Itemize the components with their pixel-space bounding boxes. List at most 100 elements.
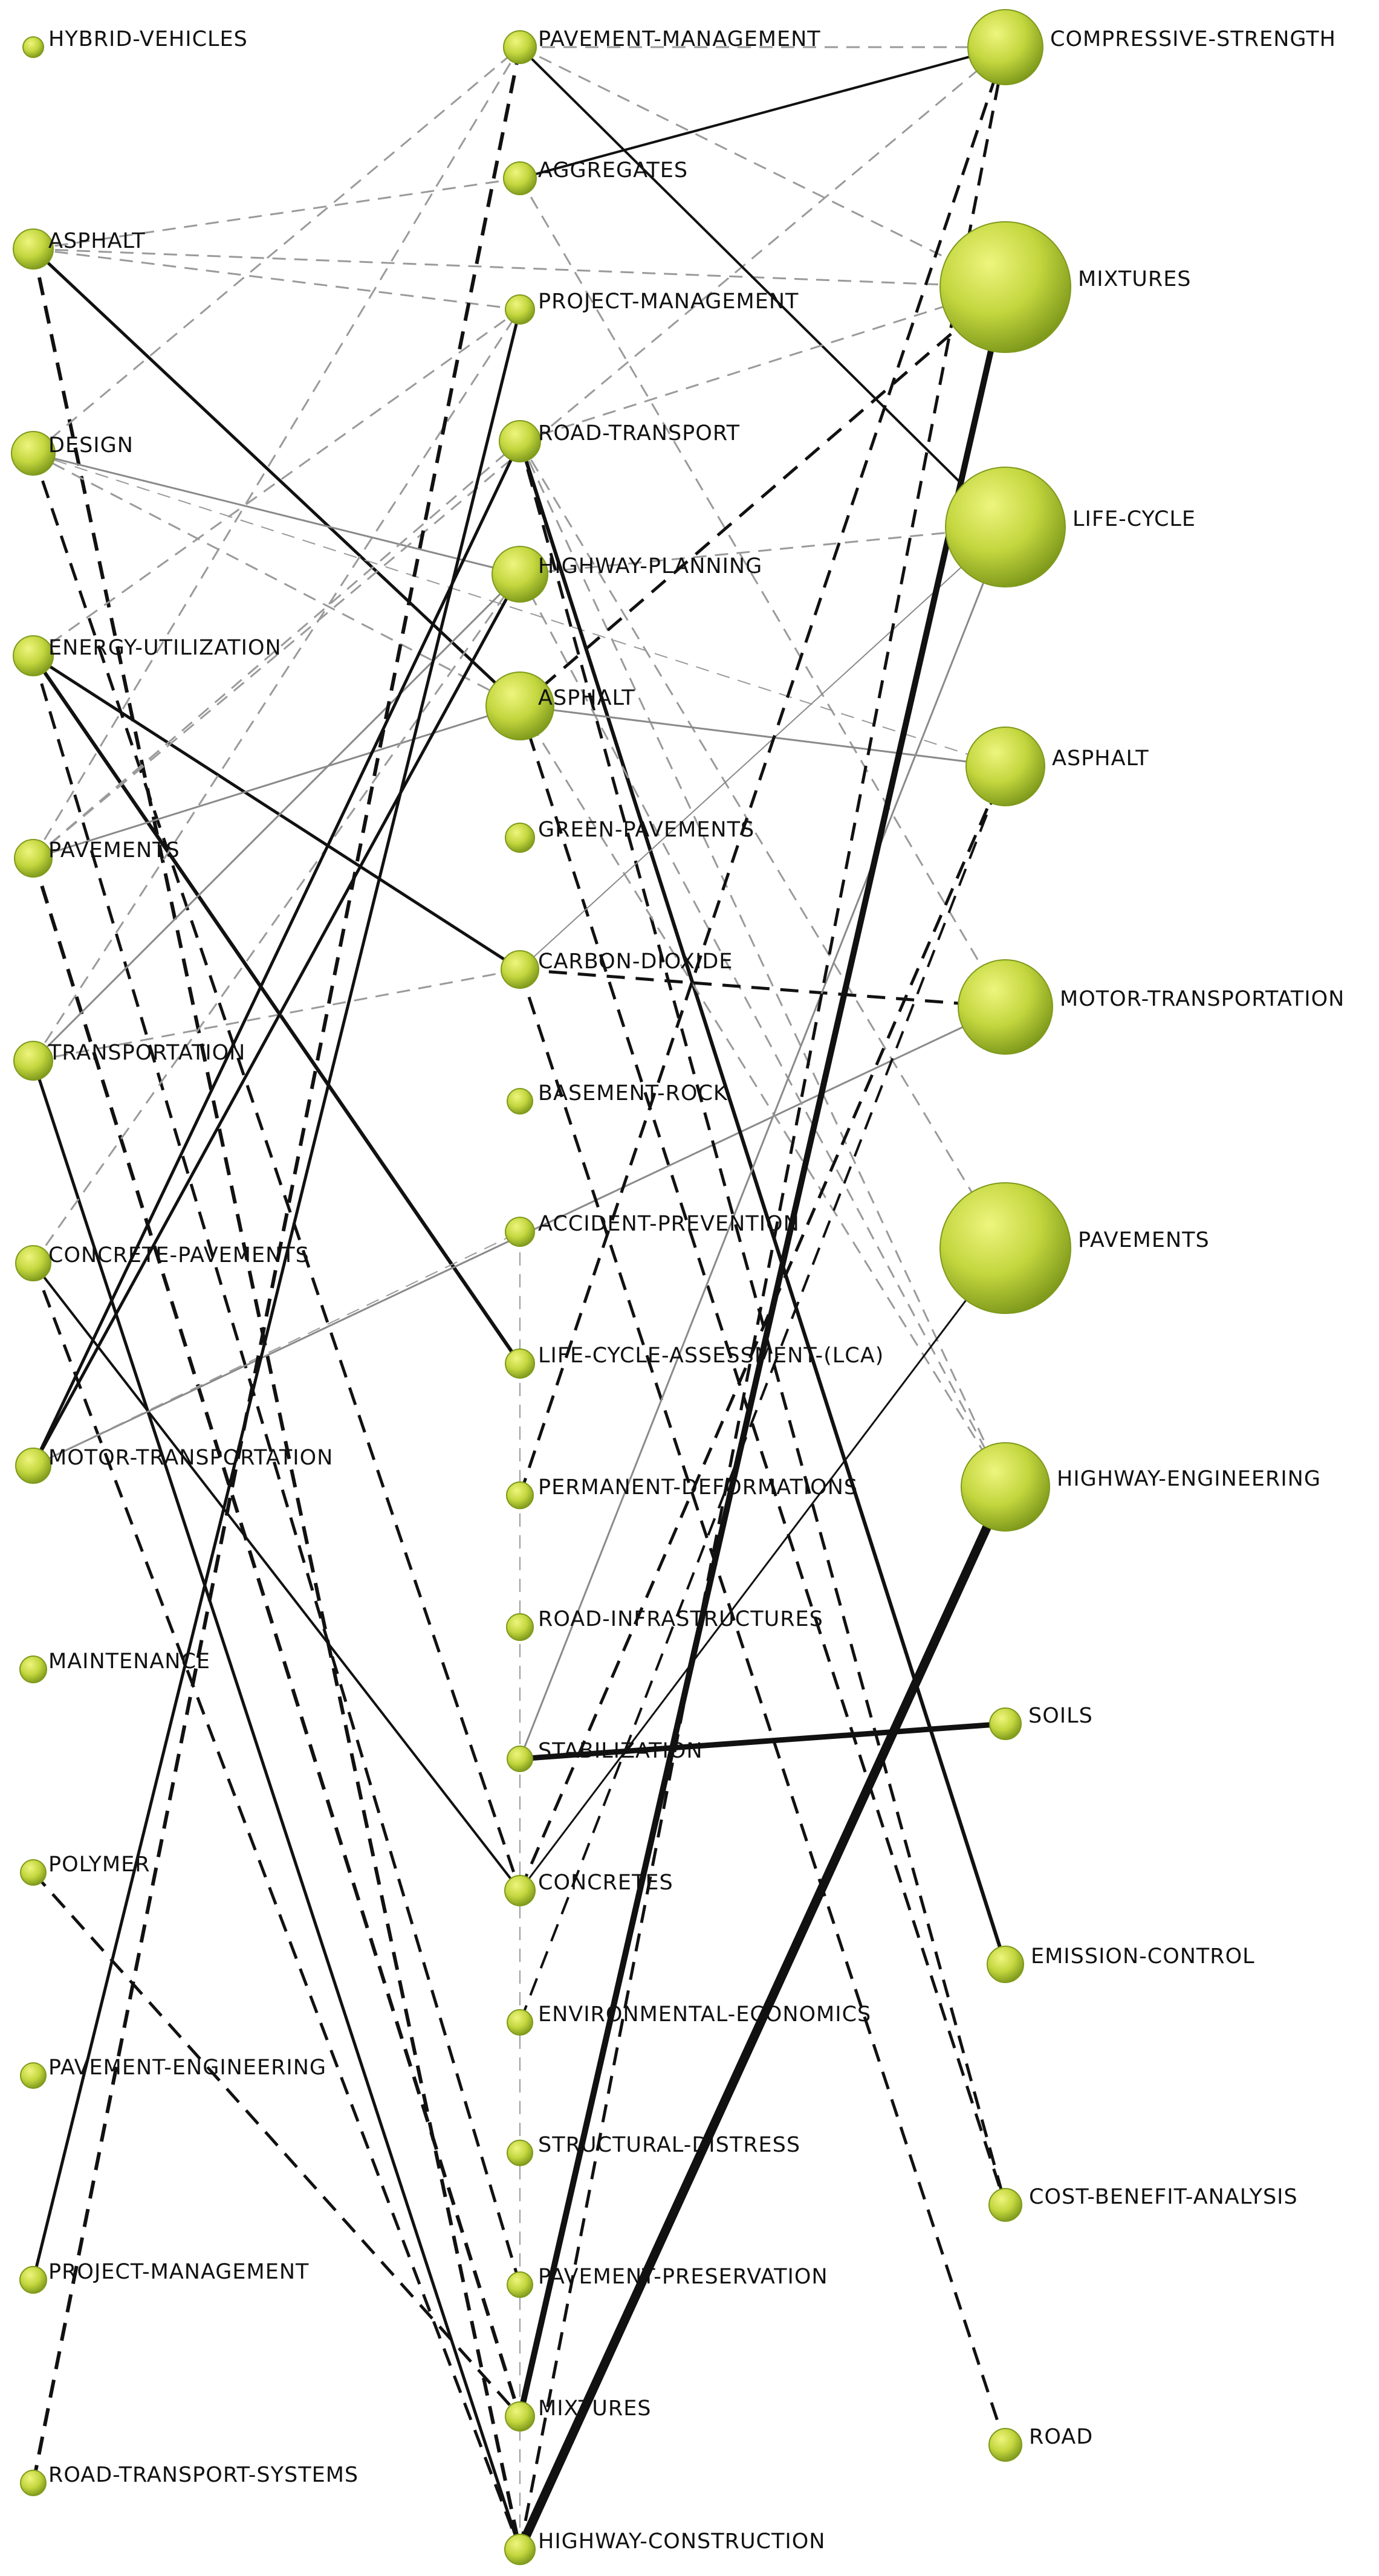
edge-L11-M2 — [31, 309, 522, 2280]
edge-M3-R9 — [518, 441, 1007, 2205]
node-right-0 — [967, 9, 1043, 85]
node-left-8 — [19, 1655, 47, 1683]
edge-L6-M19 — [31, 1263, 522, 2550]
node-left-1 — [13, 228, 54, 270]
node-label-right-0: COMPRESSIVE-STRENGTH — [1050, 27, 1336, 51]
node-label-right-1: MIXTURES — [1078, 267, 1192, 291]
node-right-6 — [961, 1442, 1050, 1532]
node-middle-17 — [507, 2271, 533, 2298]
edge-M3-R5 — [519, 441, 1007, 1249]
edge-L4-M18 — [31, 858, 522, 2417]
node-label-middle-13: STABILIZATION — [538, 1739, 703, 1763]
node-middle-12 — [506, 1613, 534, 1641]
node-right-1 — [939, 221, 1071, 353]
edge-L5-M19 — [31, 1060, 522, 2550]
node-label-right-3: ASPHALT — [1052, 746, 1149, 771]
edge-L2-M5 — [33, 452, 521, 707]
node-label-left-8: MAINTENANCE — [48, 1649, 210, 1674]
edge-L2-M14 — [31, 453, 522, 1891]
edge-M1-R0 — [519, 46, 1006, 180]
node-middle-4 — [492, 546, 548, 603]
node-right-4 — [958, 959, 1053, 1055]
node-label-right-4: MOTOR-TRANSPORTATION — [1060, 987, 1345, 1011]
node-middle-7 — [501, 950, 539, 989]
edge-L5-M7 — [33, 968, 521, 1062]
node-label-right-5: PAVEMENTS — [1078, 1228, 1210, 1252]
node-right-3 — [965, 727, 1045, 806]
edge-L1-M2 — [33, 248, 521, 311]
edge-M4-R6 — [519, 574, 1007, 1487]
node-left-6 — [15, 1245, 51, 1281]
node-middle-18 — [505, 2401, 535, 2432]
node-label-middle-1: AGGREGATES — [538, 158, 688, 183]
node-label-middle-3: ROAD-TRANSPORT — [538, 421, 740, 445]
node-middle-6 — [505, 823, 535, 853]
node-right-8 — [987, 1946, 1024, 1983]
node-label-left-5: TRANSPORTATION — [48, 1041, 245, 1065]
edge-L3-M7 — [32, 654, 521, 971]
edge-M13-R2 — [519, 526, 1007, 1759]
node-label-left-12: ROAD-TRANSPORT-SYSTEMS — [48, 2463, 359, 2487]
node-middle-5 — [485, 672, 554, 740]
edge-M14-R5 — [519, 1248, 1007, 1891]
node-left-2 — [11, 431, 56, 476]
edge-L3-M17 — [31, 655, 522, 2285]
edge-L3-M10 — [31, 655, 522, 1365]
edge-L4-M5 — [33, 705, 521, 859]
node-left-12 — [20, 2470, 47, 2496]
node-middle-11 — [506, 1481, 534, 1509]
node-middle-14 — [504, 1875, 536, 1906]
node-label-middle-18: MIXTURES — [538, 2396, 652, 2421]
node-label-left-10: PAVEMENT-ENGINEERING — [48, 2056, 326, 2080]
node-middle-16 — [507, 2140, 533, 2166]
node-label-left-2: DESIGN — [48, 433, 134, 458]
node-left-0 — [22, 36, 44, 58]
node-label-right-2: LIFE-CYCLE — [1072, 507, 1196, 531]
edge-M11-R0 — [518, 47, 1007, 1496]
node-right-7 — [989, 1707, 1022, 1740]
edge-M19-R0 — [518, 47, 1007, 2550]
node-middle-0 — [503, 30, 537, 64]
node-middle-8 — [507, 1088, 533, 1115]
edge-L1-R1 — [33, 248, 1006, 288]
node-label-right-9: COST-BENEFIT-ANALYSIS — [1029, 2185, 1298, 2209]
node-label-middle-2: PROJECT-MANAGEMENT — [538, 290, 799, 314]
node-left-3 — [13, 635, 54, 676]
edge-L2-R3 — [33, 453, 1006, 767]
node-label-left-6: CONCRETE-PAVEMENTS — [48, 1243, 310, 1267]
node-middle-9 — [505, 1217, 535, 1247]
node-middle-1 — [503, 161, 537, 195]
node-label-left-7: MOTOR-TRANSPORTATION — [48, 1446, 333, 1470]
edge-M3-R6 — [519, 441, 1007, 1487]
edge-L5-M2 — [32, 309, 521, 1061]
node-middle-13 — [507, 1746, 533, 1772]
node-label-middle-16: STRUCTURAL-DISTRESS — [538, 2133, 800, 2157]
node-label-middle-5: ASPHALT — [538, 686, 635, 710]
edge-M0-R2 — [519, 46, 1007, 528]
node-middle-15 — [507, 2009, 533, 2036]
node-middle-10 — [505, 1348, 535, 1379]
edge-L5-M4 — [32, 573, 521, 1062]
node-left-4 — [14, 839, 53, 878]
node-right-2 — [945, 467, 1066, 587]
edge-L1-M5 — [32, 248, 521, 707]
node-label-middle-15: ENVIRONMENTAL-ECONOMICS — [538, 2002, 871, 2027]
edge-M14-R3 — [518, 766, 1007, 1891]
edge-M5-R9 — [518, 705, 1007, 2205]
nodes-layer — [11, 9, 1071, 2565]
edge-L2-M0 — [33, 46, 521, 455]
edge-M0-R1 — [519, 46, 1006, 288]
node-left-9 — [20, 1859, 47, 1886]
edge-M7-R2 — [519, 526, 1006, 970]
edge-M3-R8 — [518, 441, 1007, 1965]
node-label-left-4: PAVEMENTS — [48, 838, 180, 862]
node-left-7 — [15, 1448, 51, 1484]
node-label-left-1: ASPHALT — [48, 229, 146, 253]
edge-L7-M4 — [31, 573, 522, 1467]
edge-M1-R4 — [519, 178, 1007, 1008]
edge-M13-R7 — [519, 1721, 1006, 1762]
node-label-right-10: ROAD — [1029, 2425, 1093, 2449]
edge-L6-M14 — [32, 1262, 521, 1892]
node-label-middle-6: GREEN-PAVEMENTS — [538, 818, 754, 842]
edge-L7-M9 — [33, 1231, 521, 1466]
